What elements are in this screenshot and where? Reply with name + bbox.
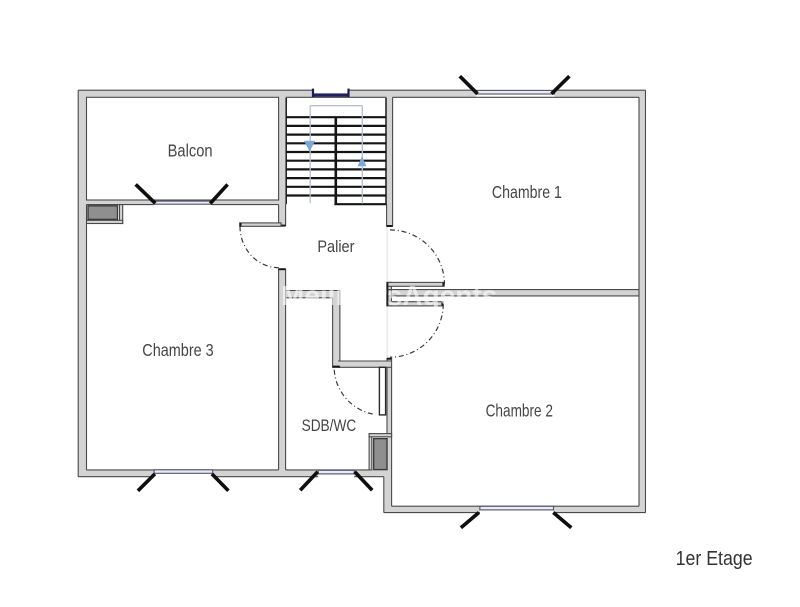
svg-text:1er Etage: 1er Etage	[676, 548, 753, 570]
svg-text:Balcon: Balcon	[168, 141, 213, 161]
svg-text:Chambre 3: Chambre 3	[142, 340, 214, 360]
svg-text:SDB/WC: SDB/WC	[302, 416, 357, 435]
svg-text:Palier: Palier	[317, 238, 355, 256]
svg-text:Chambre 2: Chambre 2	[486, 400, 553, 420]
svg-text:Chambre 1: Chambre 1	[492, 182, 562, 202]
svg-text:MeilleursAgents: MeilleursAgents	[281, 280, 497, 311]
